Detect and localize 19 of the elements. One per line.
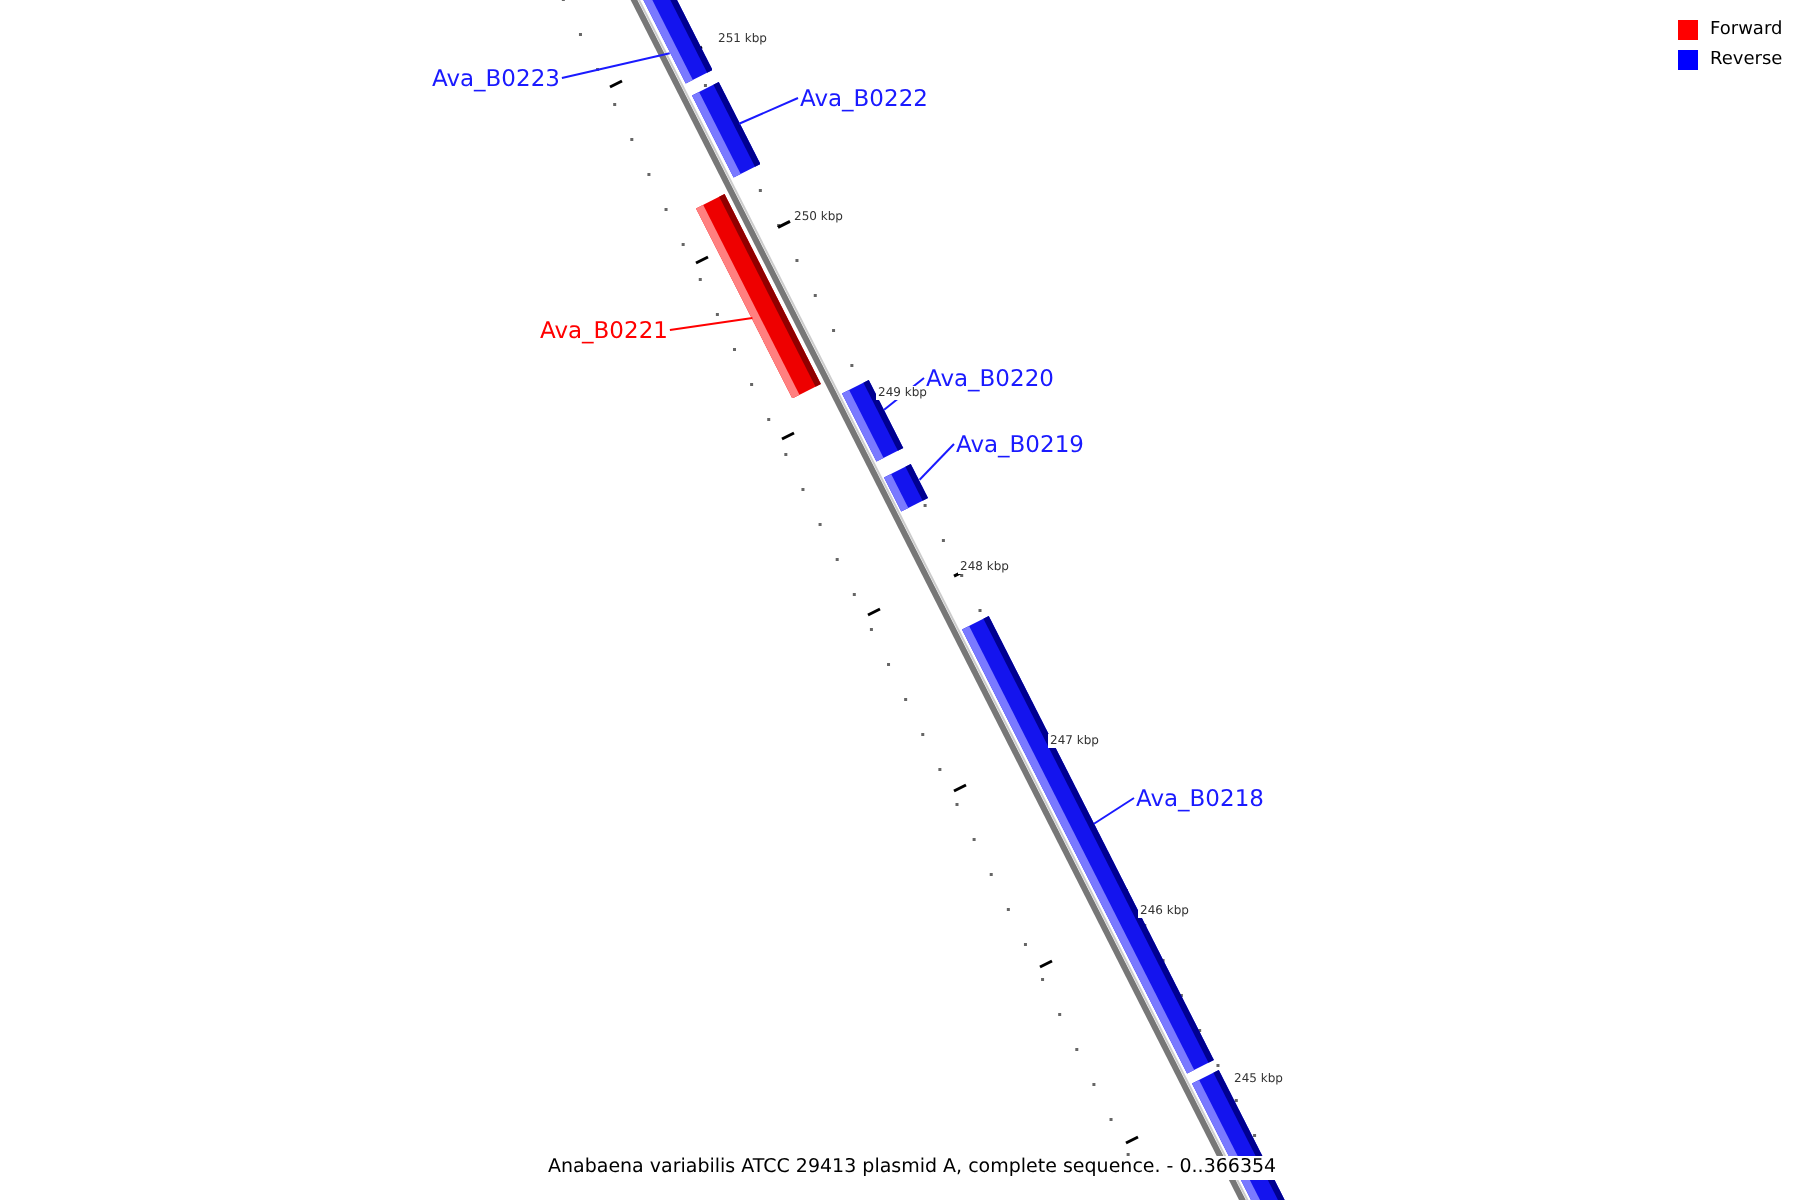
caption: Anabaena variabilis ATCC 29413 plasmid A, complete sequence. - 0..366354 [548,1156,1277,1180]
gene-label: Ava_B0222 [800,84,928,112]
leader-line [883,377,925,411]
gene-block [696,193,822,399]
gene-label: Ava_B0218 [1136,784,1264,812]
gene-block [842,379,904,462]
gene-block [691,81,760,178]
gene-label: Ava_B0221 [540,316,668,344]
gene-block [884,463,929,512]
gene-label: Ava_B0223 [432,64,560,92]
legend-label: Forward [1710,18,1783,42]
leader-line [738,97,799,125]
gene-label: Ava_B0219 [956,430,1084,458]
legend-label: Reverse [1710,48,1783,72]
leader-line [918,443,955,481]
leader-line [668,317,754,331]
leader-line [560,52,671,79]
leader-line [1093,797,1135,825]
gene-label: Ava_B0220 [926,364,1054,392]
